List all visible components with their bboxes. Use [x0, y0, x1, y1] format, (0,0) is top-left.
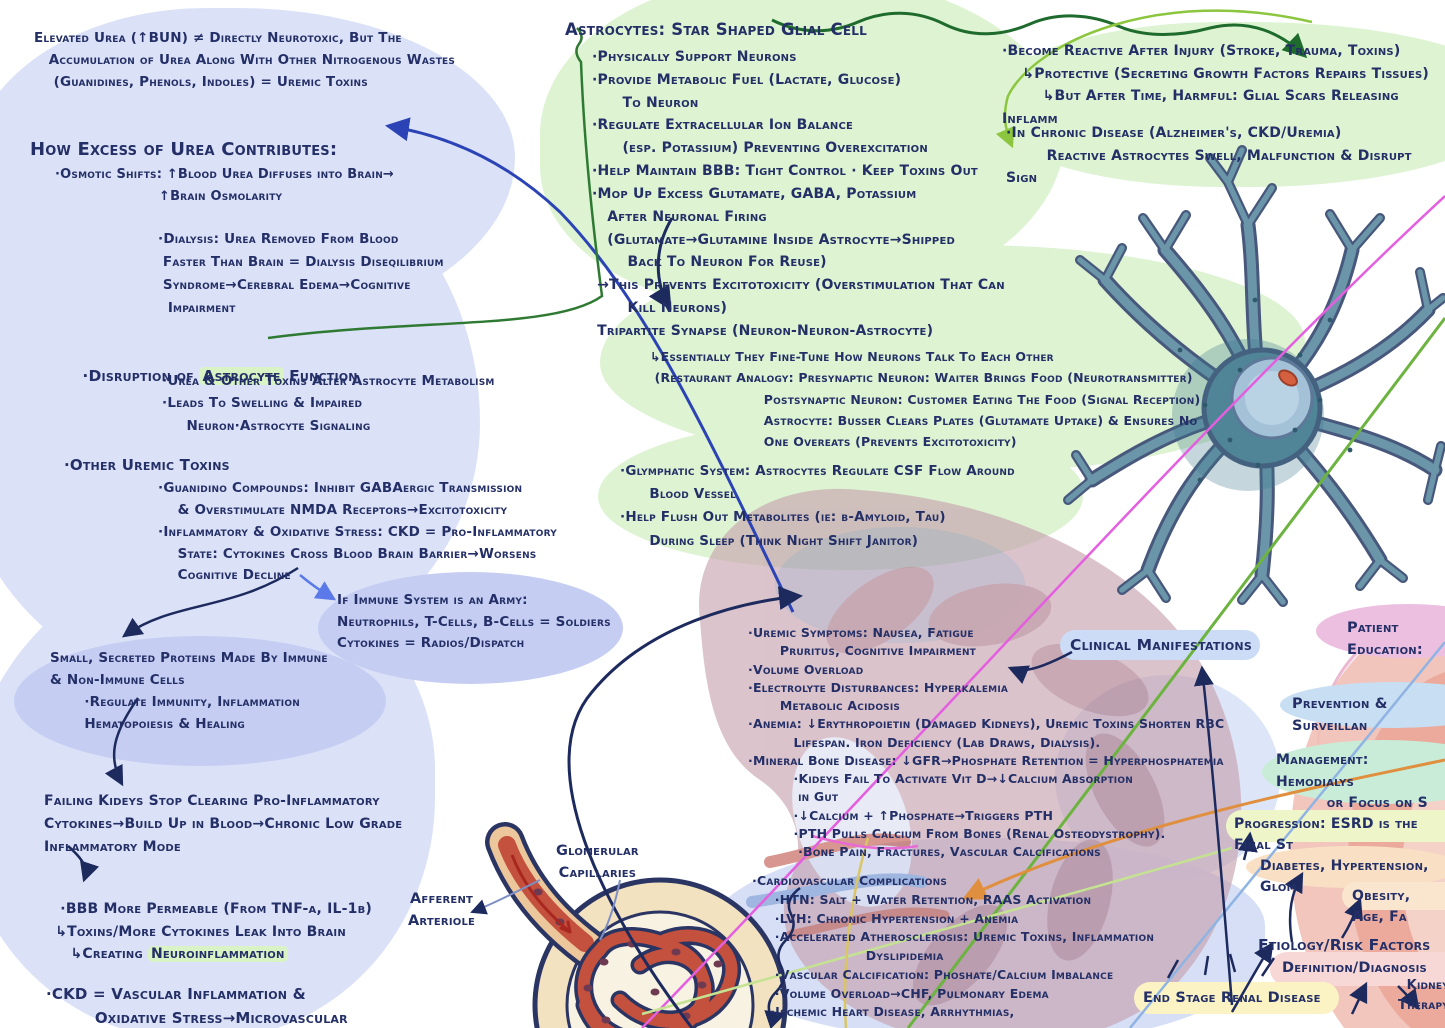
disruption-post: Function [283, 367, 358, 386]
dialysis-note: ·Dialysis: Urea Removed From Blood Faste… [158, 231, 444, 316]
disruption-sub: ·Urea & Other Toxins Alter Astrocyte Met… [162, 373, 495, 434]
afferent-arteriole-label: Afferent Arteriole [408, 891, 476, 930]
patient-education-label: Patient Education: [1347, 620, 1423, 658]
glomerulus [485, 822, 788, 1028]
osmotic-shifts: ·Osmotic Shifts: ↑Blood Urea Diffuses in… [55, 167, 395, 205]
bbb-pre: ·BBB More Permeable (From TNF-α, IL-1β) … [55, 901, 372, 963]
urea-note: Elevated Urea (↑BUN) ≠ Directly Neurotox… [34, 30, 456, 90]
astrocytes-functions: ·Physically Support Neurons ·Provide Met… [592, 49, 1005, 339]
cytokine-oval [14, 636, 386, 766]
prevention-label: Prevention & Surveillan [1292, 696, 1393, 734]
astrocytes-header: Astrocytes: Star Shaped Glial Cell [565, 20, 867, 39]
disruption-pre: ·Disruption of [82, 367, 200, 386]
reactive-note: ·Become Reactive After Injury (Stroke, T… [1002, 43, 1430, 128]
chronic-disease-note: ·In Chronic Disease (Alzheimer's, CKD/Ur… [1006, 125, 1412, 187]
etiology-label: Etiology/Risk Factors [1258, 936, 1431, 954]
disruption-line: ·Disruption of Astrocyte Function [60, 342, 358, 412]
kidney-therapy-label: Kidney Therapy [1398, 978, 1445, 1014]
esrd-label: End Stage Renal Disease [1143, 990, 1321, 1006]
glomerular-capillaries-label: Glomerular Capillaries [556, 843, 639, 882]
bbb-note: ·BBB More Permeable (From TNF-α, IL-1β) … [40, 876, 372, 988]
other-toxins-body: ·Guanidino Compounds: Inhibit GABAergic … [158, 480, 557, 584]
ckd-vascular-note: ·CKD = Vascular Inflammation & Oxidative… [46, 985, 348, 1027]
cardio-list: ·Cardiovascular Complications ·HTN: Salt… [752, 873, 1155, 1020]
glymphatic-note: ·Glymphatic System: Astrocytes Regulate … [620, 463, 1015, 549]
failing-kidneys-note: Failing Kideys Stop Clearing Pro-Inflamm… [44, 793, 403, 856]
management-label: Management: Hemodialys or Focus on S [1276, 752, 1428, 812]
disruption-highlight: Astrocyte [199, 367, 284, 386]
progression-label: Progression: ESRD is the Final St [1234, 816, 1423, 853]
how-urea-header: How Excess of Urea Contributes: [30, 139, 338, 160]
immune-army-note: If Immune System is an Army: Neutrophils… [337, 592, 611, 652]
bbb-highlight: Neuroinflammation [147, 946, 288, 963]
obesity-label: Obesity, Age, Fa [1352, 888, 1416, 925]
astrocytes-restaurant: ↳Essentially They Fine-Tune How Neurons … [650, 349, 1201, 449]
other-toxins-header: ·Other Uremic Toxins [64, 456, 230, 474]
manifestations-list: ·Uremic Symptoms: Nausea, Fatigue Prurit… [748, 625, 1225, 859]
cytokine-definition: Small, Secreted Proteins Made By Immune … [50, 650, 328, 732]
